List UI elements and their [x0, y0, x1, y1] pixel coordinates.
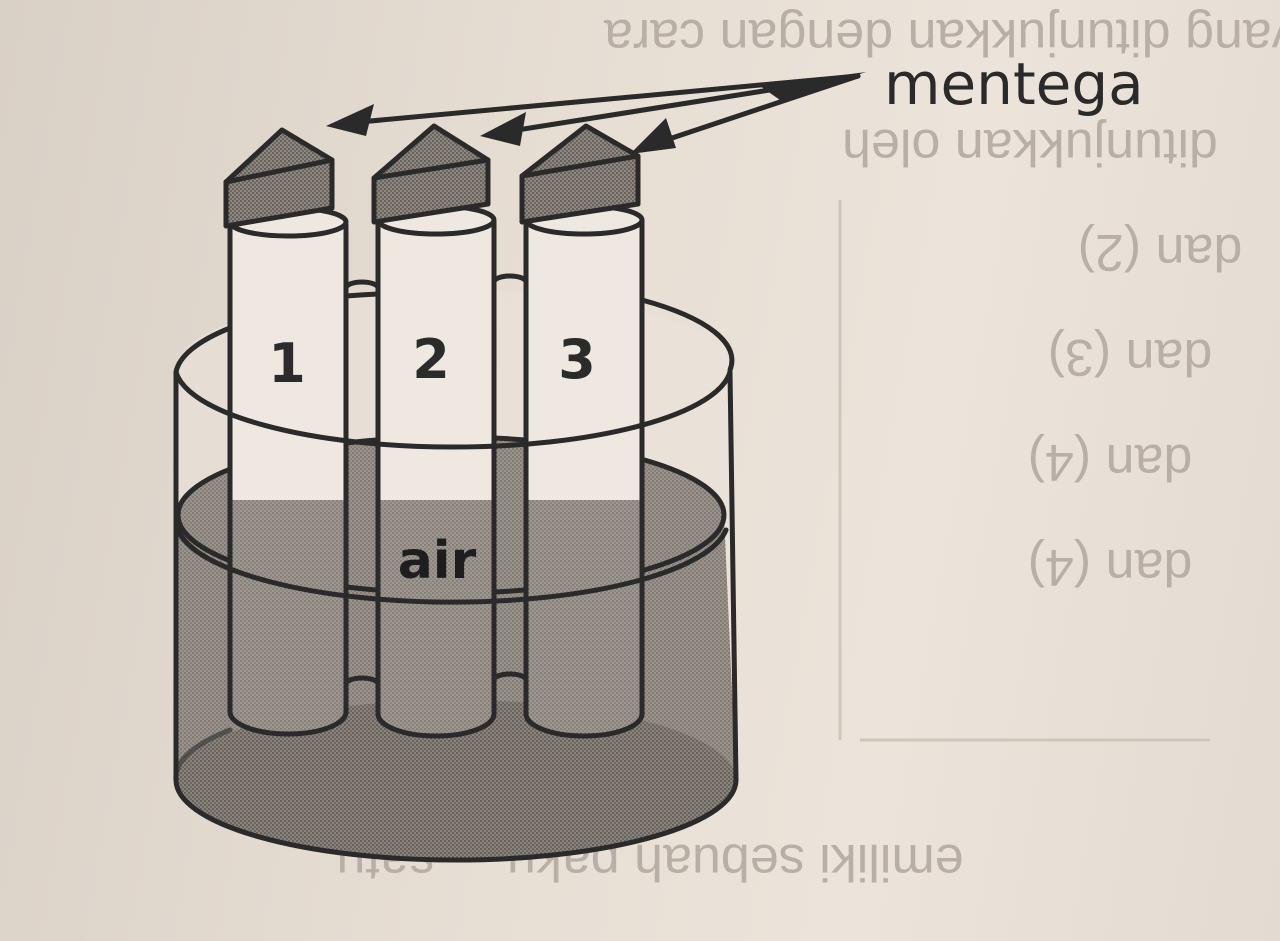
page-rule-lines	[838, 200, 1210, 742]
arrow-to-butter-1	[326, 73, 861, 136]
test-tubes	[227, 203, 645, 739]
bleed-line-1: arik yang ditunjukkan dengan cara	[604, 8, 1280, 66]
tube-label-2: 2	[412, 328, 450, 391]
butter-piece-2	[371, 123, 491, 225]
tube-holder-rod	[343, 273, 529, 687]
bleed-line-4: dan (3)	[1048, 328, 1213, 386]
butter-piece-3	[519, 123, 641, 225]
tube-label-1: 1	[268, 332, 306, 395]
bleed-line-6: dan (4)	[1028, 538, 1193, 596]
tube-labels: 1 2 3	[268, 328, 596, 395]
tube-label-3: 3	[558, 328, 596, 391]
bleed-line-5: dan (4)	[1028, 433, 1193, 491]
test-tube-1	[227, 205, 349, 737]
butter-piece-1	[223, 127, 335, 229]
bleed-line-2: ditunjukkan oleh	[842, 118, 1218, 176]
bleed-line-3: dan (2)	[1078, 223, 1243, 281]
butter-pointer-arrows	[326, 72, 866, 154]
test-tube-2	[375, 203, 497, 739]
butter-pieces	[223, 123, 641, 229]
test-tube-3	[523, 203, 645, 739]
arrow-to-butter-3	[630, 73, 861, 154]
butter-label: mentega	[884, 50, 1144, 118]
beaker-outline	[173, 291, 739, 863]
water-label: air	[398, 531, 477, 591]
